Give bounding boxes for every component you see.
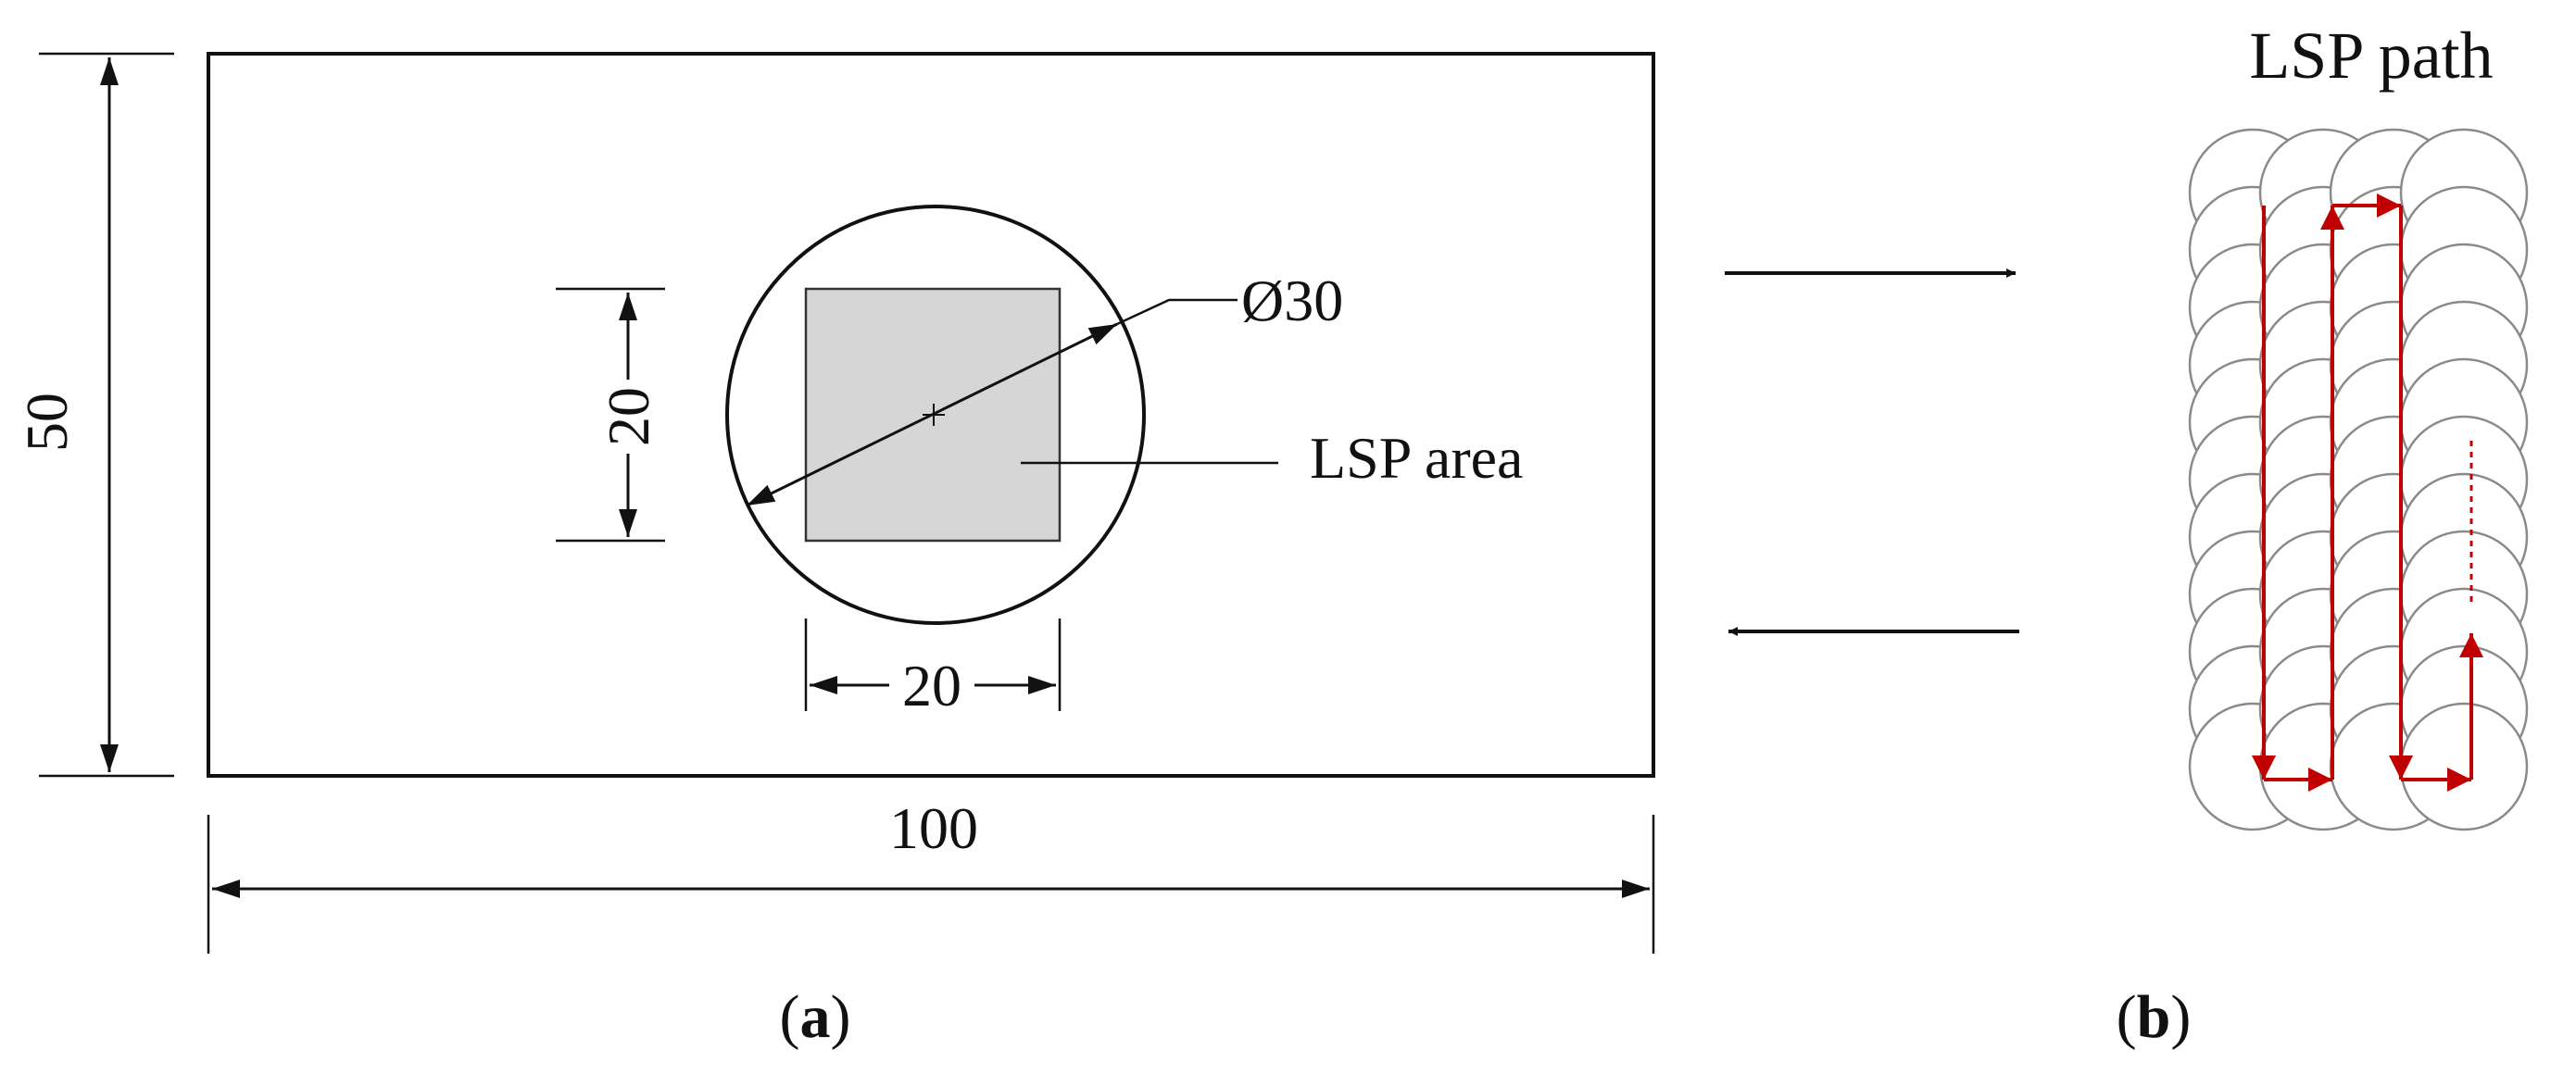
panel-a: 50 100 Ø30 LSP area 20 20 — [14, 52, 1655, 1051]
laser-spot-grid — [2188, 128, 2529, 831]
lsp-path — [2252, 194, 2483, 792]
square-width-label: 20 — [902, 653, 961, 718]
panel-a-label: (a) — [780, 983, 851, 1051]
laser-spot — [2399, 702, 2529, 831]
lsp-path-title: LSP path — [2249, 19, 2493, 93]
diameter-line — [746, 322, 1118, 507]
diameter-leader — [1116, 298, 1238, 326]
specimen-outline — [207, 52, 1655, 778]
square-height-label: 20 — [596, 387, 661, 446]
panel-b: LSP path (b) — [2117, 19, 2529, 1051]
panel-b-label: (b) — [2117, 983, 2192, 1051]
height-dimension-label: 50 — [14, 393, 80, 452]
width-dimension-label: 100 — [889, 795, 978, 861]
lsp-area-label: LSP area — [1310, 425, 1523, 491]
circle-region — [725, 205, 1146, 625]
circle-diameter-label: Ø30 — [1241, 268, 1343, 333]
